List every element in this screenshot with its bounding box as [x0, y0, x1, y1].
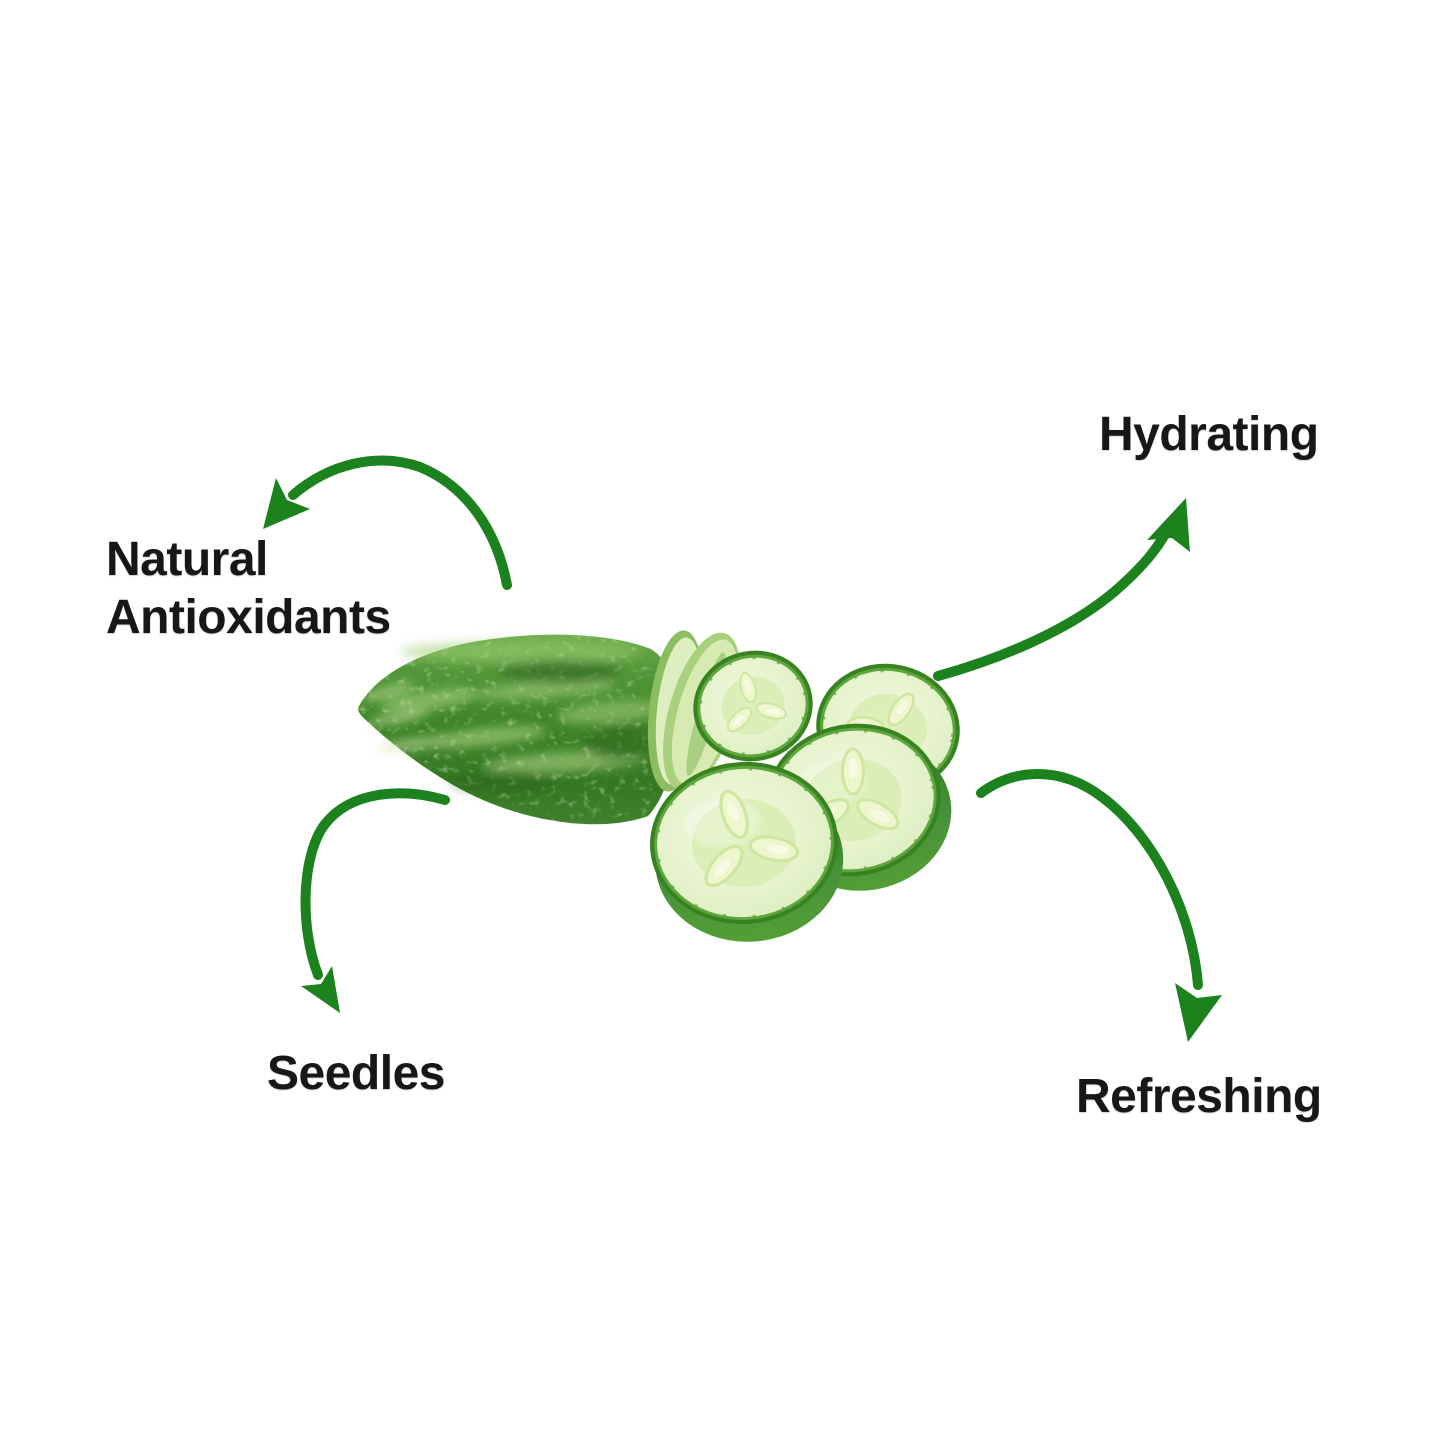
arrowhead-seedles [301, 966, 340, 1013]
label-seedles: Seedles [267, 1047, 445, 1100]
label-refreshing: Refreshing [1076, 1070, 1322, 1123]
cucumber-slice-1 [693, 650, 813, 762]
label-natural-antioxidants: Natural Antioxidants [106, 531, 391, 646]
label-hydrating: Hydrating [1099, 408, 1319, 461]
arrow-to-seedles [300, 788, 450, 1013]
seed-pattern [704, 789, 800, 888]
arrow-to-natural-antioxidants [263, 455, 512, 590]
cucumber-body [358, 634, 678, 825]
label-natural-antioxidants-line2: Antioxidants [106, 590, 391, 644]
arrow-to-refreshing [976, 769, 1222, 1042]
arrowhead-hydrating [1147, 498, 1190, 552]
arrowhead-natural-antioxidants [263, 478, 310, 529]
label-natural-antioxidants-line1: Natural [106, 533, 268, 586]
arrowhead-refreshing [1175, 983, 1222, 1042]
seed-pattern [726, 672, 787, 733]
arrow-to-hydrating [933, 498, 1190, 681]
cucumber-slice-4 [650, 761, 844, 942]
